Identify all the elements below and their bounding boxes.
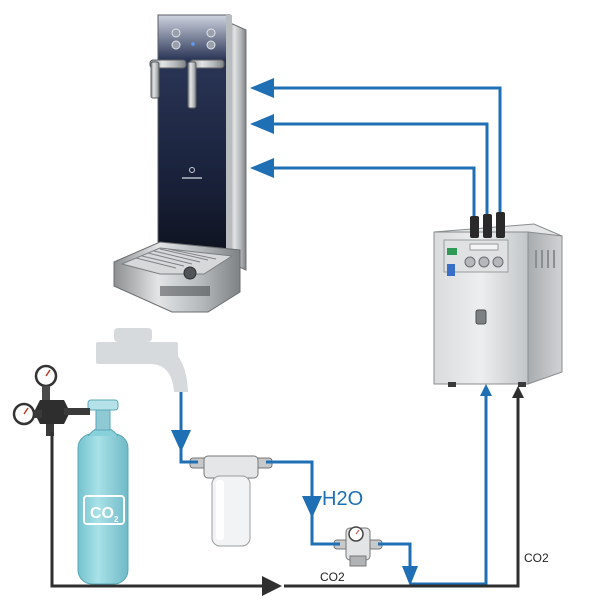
water-label: H2O xyxy=(322,488,363,510)
water-line xyxy=(179,392,488,586)
co2-line xyxy=(50,394,520,588)
co2-cylinder-icon: CO 2 xyxy=(77,399,129,585)
dispenser-icon xyxy=(113,14,247,313)
drip-tray xyxy=(113,241,241,313)
water-filter-icon xyxy=(189,455,273,547)
arrow-heads-dispenser xyxy=(250,78,274,178)
co2-label-bottom: CO2 xyxy=(320,570,345,584)
faucet-right xyxy=(187,59,225,109)
chiller-connectors xyxy=(470,212,505,238)
chiller-unit-icon xyxy=(433,212,563,387)
cylinder-label: CO xyxy=(90,505,114,522)
pressure-reducer-icon xyxy=(333,526,383,567)
co2-arrows xyxy=(262,386,524,596)
outlet-lines xyxy=(270,86,502,216)
co2-label-right: CO2 xyxy=(524,551,549,565)
cylinder-label-sub: 2 xyxy=(114,515,119,524)
water-arrows xyxy=(171,384,492,586)
tap-icon xyxy=(96,328,188,392)
faucet-left xyxy=(149,59,187,99)
pressure-regulator-icon xyxy=(12,364,90,436)
